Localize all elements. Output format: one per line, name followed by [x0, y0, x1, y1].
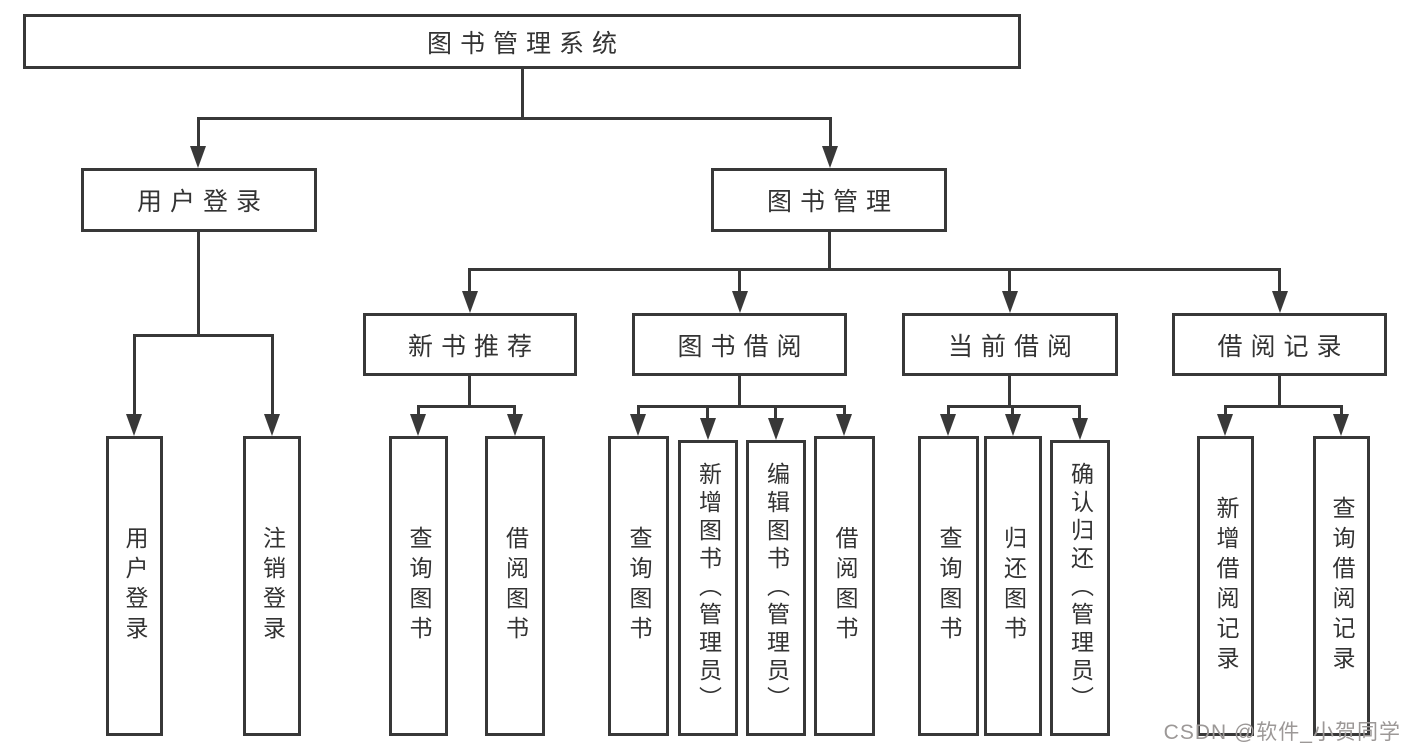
arrow-down-icon — [410, 414, 426, 436]
connector-drop — [947, 405, 950, 418]
connector-drop — [1224, 405, 1227, 418]
connector-drop — [1008, 268, 1011, 293]
connector-drop — [197, 117, 200, 148]
arrow-down-icon — [1072, 418, 1088, 440]
leaf-confirm-return-admin: 确认归还（管理员） — [1050, 440, 1110, 736]
connector-rail — [468, 268, 1281, 271]
leaf-query-books-1: 查询图书 — [389, 436, 448, 736]
connector-drop — [843, 405, 846, 418]
arrow-down-icon — [190, 146, 206, 168]
node-label: 图书管理 — [766, 188, 899, 216]
node-new-book-recommend: 新书推荐 — [363, 313, 577, 376]
connector-drop — [637, 405, 640, 418]
connector-drop — [271, 334, 274, 418]
leaf-logout: 注销登录 — [243, 436, 301, 736]
connector-stub — [738, 376, 741, 407]
connector-rail — [1224, 405, 1343, 408]
connector-rail — [417, 405, 516, 408]
node-book-borrowing: 图书借阅 — [632, 313, 847, 376]
node-label: 用户登录 — [122, 526, 148, 646]
node-label: 用户登录 — [136, 188, 269, 216]
connector-drop — [133, 334, 136, 418]
arrow-down-icon — [1272, 291, 1288, 313]
node-user-login: 用户登录 — [81, 168, 317, 232]
arrow-down-icon — [1333, 414, 1349, 436]
connector-stub — [197, 232, 200, 337]
connector-stub — [468, 376, 471, 408]
connector-stub — [828, 232, 831, 270]
node-label: 图书借阅 — [677, 332, 810, 361]
node-label: 借阅图书 — [832, 526, 858, 646]
leaf-add-books-admin: 新增图书（管理员） — [678, 440, 738, 736]
node-label: 当前借阅 — [947, 332, 1080, 361]
leaf-edit-books-admin: 编辑图书（管理员） — [746, 440, 806, 736]
leaf-borrow-books-1: 借阅图书 — [485, 436, 545, 736]
connector-drop — [1340, 405, 1343, 418]
connector-drop — [1078, 405, 1081, 420]
arrow-down-icon — [126, 414, 142, 436]
node-label: 借阅记录 — [1217, 332, 1350, 361]
arrow-down-icon — [630, 414, 646, 436]
node-label: 新增借阅记录 — [1213, 496, 1239, 676]
connector-drop — [1278, 268, 1281, 293]
leaf-borrow-books-2: 借阅图书 — [814, 436, 875, 736]
arrow-down-icon — [836, 414, 852, 436]
arrow-down-icon — [1217, 414, 1233, 436]
connector-drop — [738, 268, 741, 293]
connector-drop — [829, 117, 832, 148]
connector-drop — [417, 405, 420, 418]
arrow-down-icon — [1005, 414, 1021, 436]
node-label: 编辑图书（管理员） — [763, 462, 790, 714]
node-label: 查询图书 — [626, 526, 652, 646]
leaf-query-borrow-record: 查询借阅记录 — [1313, 436, 1370, 736]
leaf-add-borrow-record: 新增借阅记录 — [1197, 436, 1254, 736]
node-label: 图书管理系统 — [426, 29, 625, 58]
node-label: 查询图书 — [936, 526, 962, 646]
arrow-down-icon — [700, 418, 716, 440]
connector-drop — [513, 405, 516, 418]
leaf-return-books: 归还图书 — [984, 436, 1042, 736]
arrow-down-icon — [1002, 291, 1018, 313]
node-label: 确认归还（管理员） — [1067, 462, 1094, 714]
connector-rail — [637, 405, 846, 408]
leaf-query-books-3: 查询图书 — [918, 436, 979, 736]
arrow-down-icon — [462, 291, 478, 313]
connector-drop — [774, 405, 777, 420]
connector-stub — [521, 69, 524, 119]
arrow-down-icon — [768, 418, 784, 440]
arrow-down-icon — [732, 291, 748, 313]
csdn-watermark: CSDN @软件_小贺同学 — [1163, 721, 1401, 744]
connector-drop — [1011, 405, 1014, 418]
leaf-user-login: 用户登录 — [106, 436, 163, 736]
node-library-system: 图书管理系统 — [23, 14, 1021, 69]
connector-drop — [706, 405, 709, 420]
connector-stub — [1008, 376, 1011, 407]
node-label: 借阅图书 — [502, 526, 529, 646]
node-label: 注销登录 — [259, 526, 286, 646]
arrow-down-icon — [507, 414, 523, 436]
node-label: 查询图书 — [406, 526, 432, 646]
node-label: 查询借阅记录 — [1329, 496, 1355, 676]
node-current-borrowing: 当前借阅 — [902, 313, 1118, 376]
arrow-down-icon — [264, 414, 280, 436]
node-book-management: 图书管理 — [711, 168, 947, 232]
node-borrow-records: 借阅记录 — [1172, 313, 1387, 376]
connector-rail — [197, 117, 832, 120]
node-label: 新增图书（管理员） — [695, 462, 722, 714]
arrow-down-icon — [822, 146, 838, 168]
connector-stub — [1278, 376, 1281, 407]
connector-rail — [133, 334, 274, 337]
arrow-down-icon — [940, 414, 956, 436]
connector-drop — [468, 268, 471, 293]
node-label: 归还图书 — [1000, 526, 1027, 646]
node-label: 新书推荐 — [407, 332, 540, 361]
leaf-query-books-2: 查询图书 — [608, 436, 669, 736]
connector-rail — [947, 405, 1081, 408]
